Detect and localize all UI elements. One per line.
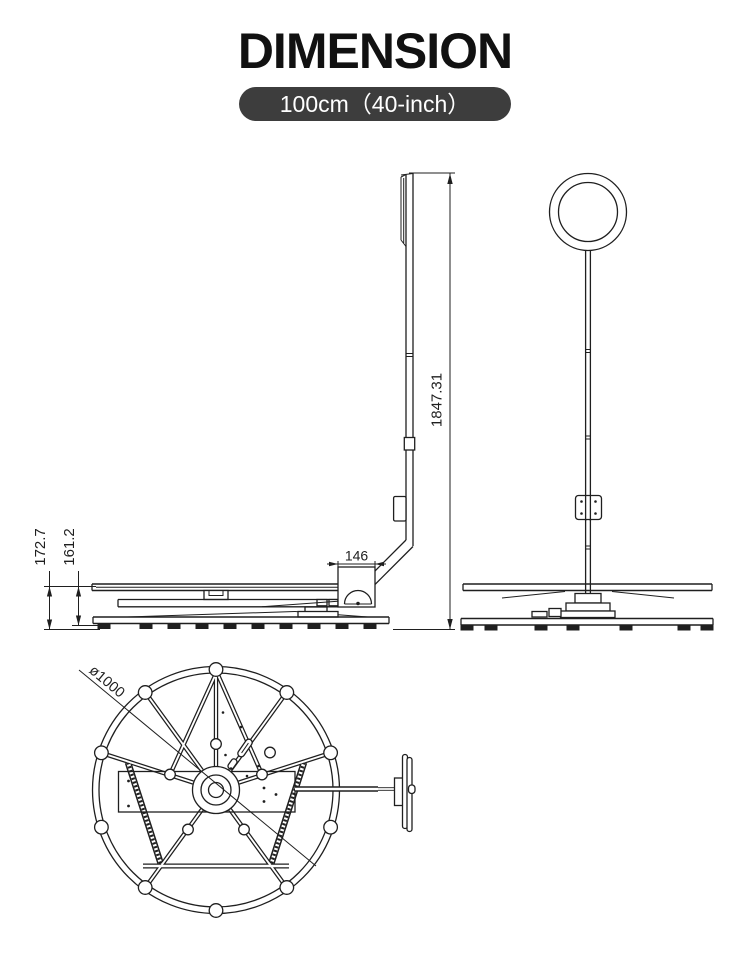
- front-view-feet: [460, 625, 714, 631]
- side-view-drawing: [91, 173, 416, 629]
- diameter-leader-line: [78, 669, 317, 867]
- dim-base-total-height-label: 172.7: [32, 528, 49, 566]
- front-view-drawing: [460, 172, 714, 631]
- page-title: DIMENSION: [237, 23, 513, 79]
- spoke-joint-nodes: [164, 738, 268, 836]
- dim-bracket-width-label: 146: [345, 548, 369, 564]
- ring-light-inner: [557, 181, 619, 243]
- rim-nodes: [93, 662, 339, 918]
- centre-hub: [191, 765, 241, 815]
- top-view-drawing: ø1000: [78, 662, 416, 918]
- ring-light-outer: [548, 172, 628, 252]
- hardware-detail: [221, 711, 276, 778]
- dim-diameter-label: ø1000: [86, 663, 128, 702]
- pole-mount-arm: [295, 753, 416, 833]
- phone-mount-plate: [574, 494, 603, 521]
- dim-base-height-label: 161.2: [61, 528, 78, 566]
- side-view-dimensions: 1847.31 172.7 161.2 146: [32, 172, 455, 630]
- size-badge: 100cm（40-inch）: [239, 87, 511, 121]
- dim-total-height-label: 1847.31: [429, 373, 446, 427]
- side-view-feet: [97, 623, 377, 629]
